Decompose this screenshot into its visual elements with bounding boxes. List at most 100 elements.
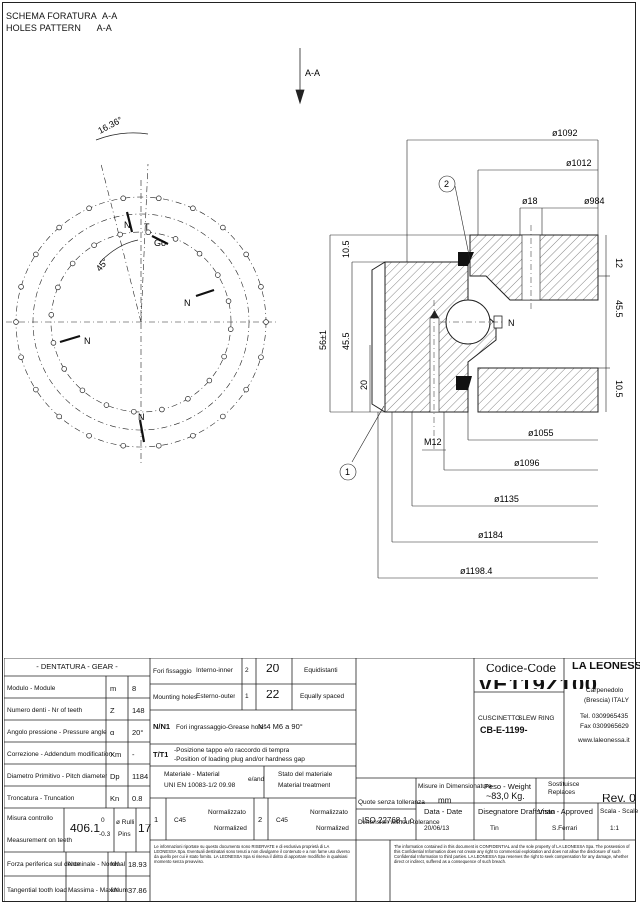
gear-row-symbol: Xm (110, 750, 122, 759)
material2-num: 2 (258, 815, 263, 824)
outer-num: 1 (245, 693, 249, 700)
outer-lower-ring (477, 367, 599, 413)
outer-mounting-hole (190, 432, 196, 439)
t-label: T (144, 222, 150, 232)
header-line1-value: A-A (102, 11, 118, 21)
dim-56: 56±1 (318, 330, 328, 350)
gear-row-label: Troncatura - Truncation (7, 795, 75, 802)
measure-label-en: Measurement on teeth (7, 837, 73, 844)
inner-num: 2 (245, 667, 249, 674)
inner-mounting-hole (48, 312, 55, 318)
inner-value: 20 (266, 664, 280, 673)
gear-row-value: 1184 (132, 772, 149, 781)
and-label: e/and (248, 776, 265, 783)
code-label: Codice-Code (486, 664, 557, 673)
header-line2-value: A-A (96, 23, 112, 33)
tt-line1: -Posizione tappo e/o raccordo di tempra (174, 747, 290, 754)
n-label: N (138, 412, 145, 422)
measure-value: 406.1 (70, 824, 101, 833)
inner-mounting-hole (185, 396, 191, 402)
force-value: 18.93 (128, 860, 147, 869)
inner-mounting-hole (145, 229, 151, 236)
force-unit: kN (111, 861, 119, 868)
outer-mounting-hole (258, 354, 264, 360)
outer-mounting-hole (86, 205, 92, 212)
tload-label: Tangential tooth load (7, 887, 67, 894)
iso-tolerance: ISO 22768-1 c (362, 816, 414, 825)
header-line2-label: HOLES PATTERN (6, 23, 81, 33)
outer-mounting-hole (33, 251, 39, 258)
code-value: VE119Z100 (478, 680, 597, 689)
gear-row-symbol: Z (110, 706, 115, 715)
grease-value: N°4 M6 a 90° (258, 722, 303, 731)
tolerance-label-it: Quote senza tolleranza (358, 799, 425, 806)
inner-mounting-hole (61, 366, 67, 372)
material1-state-en: Normalized (214, 825, 247, 832)
tt-label: T/T1 (153, 750, 169, 759)
gear-row-symbol: Dp (110, 772, 120, 781)
outer-mounting-hole (190, 205, 196, 212)
angle-ray-2 (140, 163, 149, 323)
dim-1184: ø1184 (478, 530, 503, 540)
outer-mounting-hole (156, 195, 162, 202)
outer-mounting-hole (243, 251, 249, 258)
inner-mounting-hole (221, 353, 227, 360)
company-tel: Tel. 0309965435 (580, 713, 629, 720)
inner-mounting-hole (50, 340, 57, 346)
weight-label: Peso - Weight (484, 782, 531, 791)
n-label: N (184, 298, 191, 308)
gear-row-value: 0.8 (132, 794, 143, 803)
angle-ray-1 (100, 163, 142, 323)
gear-teeth (371, 261, 386, 413)
inner-ring-section (384, 261, 497, 413)
material-standard: UNI EN 10083-1/2 09.98 (164, 782, 236, 789)
inner-mounting-hole (55, 284, 61, 291)
inner-mounting-hole (172, 236, 179, 242)
equally-it: Equidistanti (304, 667, 338, 674)
tolerance-label-en: Dimension without tolerance (358, 819, 440, 826)
draftsman-value: Tin (490, 825, 499, 832)
gear-row-label: Diametro Primitivo - Pitch diameter (7, 773, 108, 780)
gear-row-value: 20° (132, 728, 144, 737)
grease-hole-mark (138, 419, 146, 443)
revision: Rev. 0 (602, 794, 636, 803)
gear-row-value: - (132, 750, 135, 759)
approved-label: Visto - Approved (538, 807, 593, 816)
pin-label-it: ø Rulli (116, 819, 135, 826)
force-type: Nominale - Nominal (68, 861, 126, 868)
company-fax: Fax 0309965629 (580, 723, 629, 730)
grease-hole-mark (59, 334, 81, 344)
outer-mounting-hole (120, 442, 126, 449)
balloon-2: 2 (444, 179, 449, 189)
product-it: CUSCINETTO (478, 715, 521, 722)
grease-hole-mark (195, 288, 215, 298)
approved-value: S.Ferrari (552, 825, 578, 832)
n-label: N (84, 336, 91, 346)
angle-label-1636: 16.36° (96, 114, 124, 135)
state-label-en: Material treatment (278, 782, 331, 789)
dim-1092: ø1092 (552, 128, 578, 138)
upper-seal (458, 252, 474, 266)
balloon-1: 1 (345, 467, 350, 477)
weight-value: ~83,0 Kg. (486, 792, 525, 801)
gear-row-label: Angolo pressione - Pressure angle (7, 729, 107, 736)
fori-label-en: Mounting holes (153, 694, 198, 701)
inner-mounting-hole (227, 326, 234, 332)
dim-1012: ø1012 (566, 158, 592, 168)
nn-label: N/N1 (153, 722, 171, 731)
section-n-label: N (508, 318, 515, 328)
inner-mounting-hole (131, 408, 137, 415)
force-label: Forza periferica sul dente (7, 861, 81, 868)
outer-mounting-hole (263, 319, 269, 325)
outer-label: Esterno-outer (196, 693, 236, 700)
dim-18: ø18 (522, 196, 538, 206)
state-label-it: Stato del materiale (278, 771, 333, 778)
inner-holes-group (48, 229, 234, 415)
grease-hole-mark (125, 211, 134, 233)
pin-value: 17 (138, 824, 152, 833)
draftsman-label: Disegnatore Draftsman (478, 807, 556, 816)
dim-45-right: 45.5 (614, 300, 624, 318)
go-label: Go (154, 238, 166, 248)
outer-mounting-hole (18, 354, 24, 360)
outer-mounting-hole (33, 386, 39, 393)
